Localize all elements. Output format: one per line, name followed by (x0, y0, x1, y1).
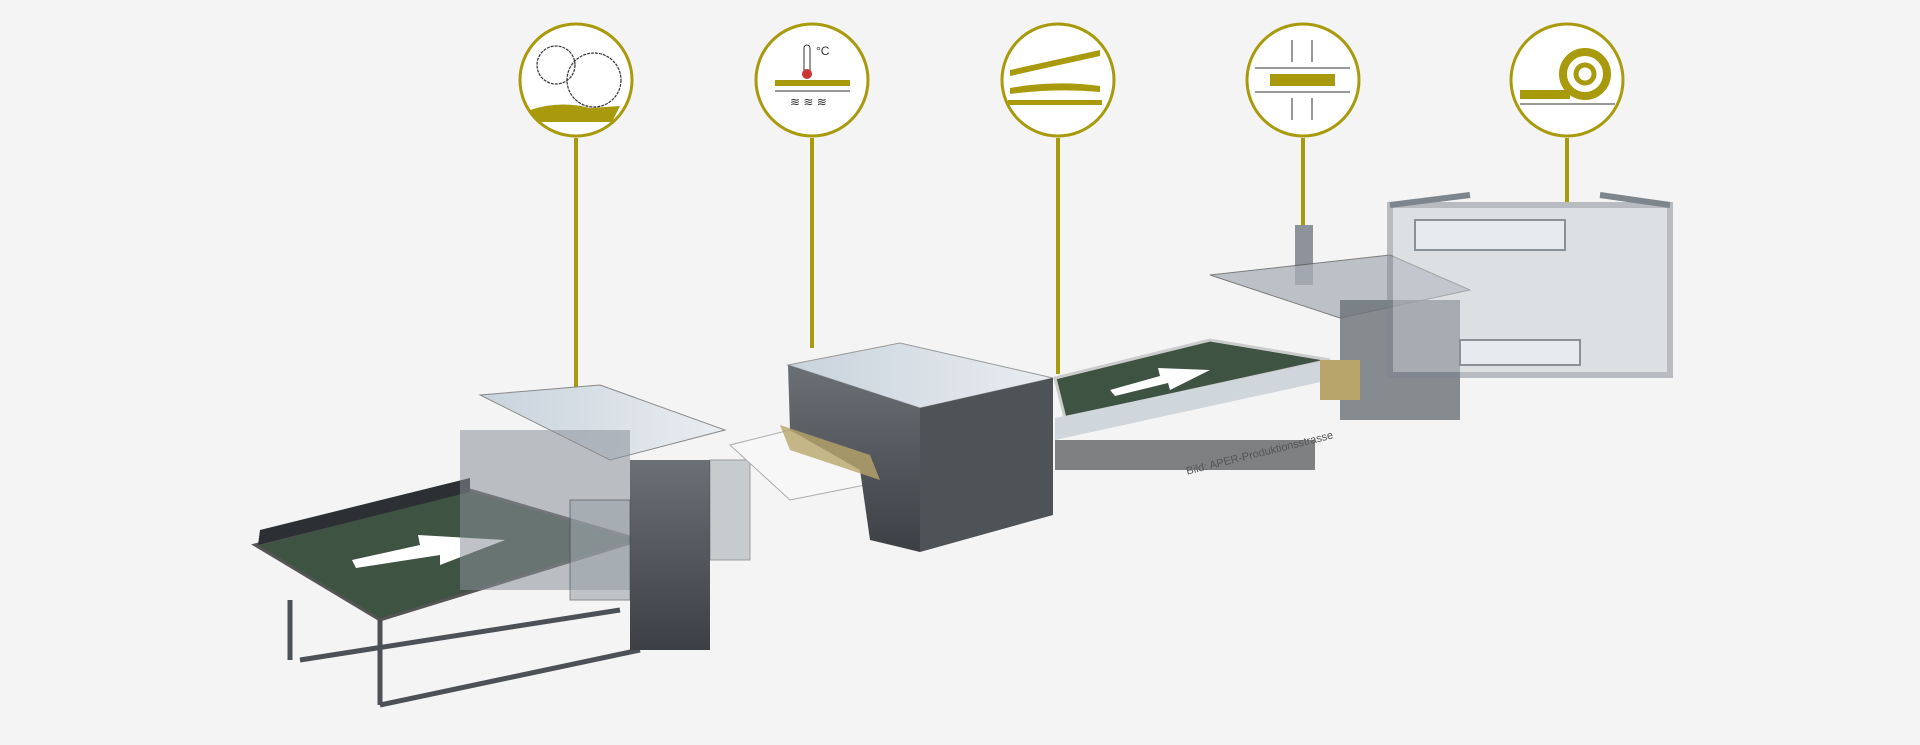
step-icon-pressing (1000, 22, 1116, 138)
step-icon-heating: °C ≋ ≋ ≋ (754, 22, 870, 138)
step-icon-rollers (518, 22, 634, 138)
direction-arrow-icon (1110, 368, 1210, 396)
step-icon-compression (1245, 22, 1361, 138)
oven-unit (780, 342, 1054, 552)
step-icon-winding (1509, 22, 1625, 138)
connector-lines (574, 138, 1569, 388)
svg-text:≋ ≋ ≋: ≋ ≋ ≋ (790, 95, 827, 109)
celsius-label: °C (816, 44, 830, 58)
roller-unit (460, 384, 751, 650)
winding-unit (1387, 192, 1673, 378)
